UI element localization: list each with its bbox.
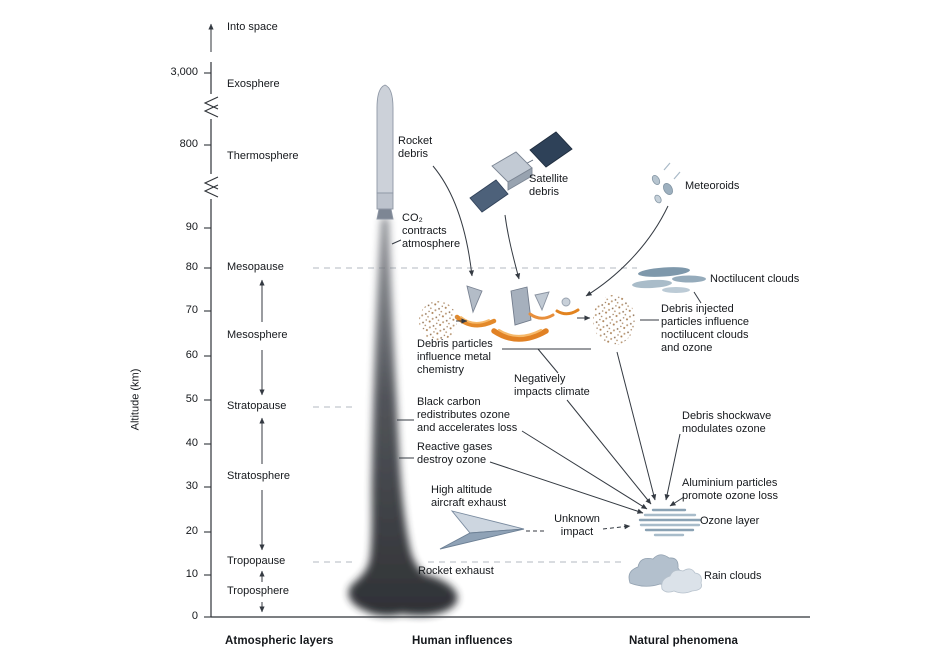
label-mesopause: Mesopause bbox=[227, 261, 284, 273]
noctilucent-clouds-icon bbox=[632, 267, 706, 293]
meteoroids-icon bbox=[651, 162, 681, 204]
line-label-to-noctilucent bbox=[693, 291, 702, 304]
tick-0: 0 bbox=[191, 610, 198, 622]
tick-40: 40 bbox=[185, 437, 198, 449]
label-stratopause: Stratopause bbox=[227, 400, 287, 412]
label-black-carbon: Black carbon redistributes ozone and acc… bbox=[417, 396, 518, 434]
label-tropopause: Tropopause bbox=[227, 555, 286, 567]
footer-human-influences: Human influences bbox=[412, 635, 513, 647]
label-troposphere: Troposphere bbox=[227, 585, 289, 597]
tick-3000: 3,000 bbox=[170, 66, 198, 78]
satellite-body-side bbox=[507, 167, 533, 191]
axis-ticks bbox=[204, 72, 211, 618]
tick-800: 800 bbox=[179, 138, 198, 150]
solar-panel-bottom bbox=[469, 179, 509, 213]
tick-10: 10 bbox=[185, 568, 198, 580]
label-co2: CO₂ contracts atmosphere bbox=[402, 212, 461, 250]
footer-atmospheric-layers: Atmospheric layers bbox=[225, 635, 334, 647]
ozone-layer-icon bbox=[638, 508, 702, 537]
label-stratosphere: Stratosphere bbox=[227, 470, 290, 482]
footer-natural-phenomena: Natural phenomena bbox=[629, 635, 739, 647]
arrow-rocket-debris bbox=[432, 165, 474, 277]
label-unknown-impact: Unknown impact bbox=[554, 513, 600, 538]
line-burning-to-climate bbox=[537, 348, 559, 374]
tick-60: 60 bbox=[185, 349, 198, 361]
label-negatively-impacts: Negatively impacts climate bbox=[514, 373, 590, 398]
rocket-plume bbox=[348, 218, 458, 616]
label-satellite-debris: Satellite debris bbox=[529, 173, 569, 198]
label-thermosphere: Thermosphere bbox=[227, 150, 299, 162]
label-mesosphere: Mesosphere bbox=[227, 329, 288, 341]
axis-title: Altitude (km) bbox=[129, 368, 142, 431]
arrow-satellite-debris bbox=[504, 214, 521, 280]
label-aluminium-particles: Aluminium particles promote ozone loss bbox=[682, 477, 778, 502]
label-noctilucent-clouds: Noctilucent clouds bbox=[710, 273, 800, 285]
label-into-space: Into space bbox=[227, 21, 278, 33]
arrow-blackcarbon-to-ozone bbox=[521, 430, 648, 510]
tick-90: 90 bbox=[185, 221, 198, 233]
arrow-aluminium-to-ozone bbox=[669, 496, 685, 507]
altitude-axis bbox=[203, 23, 810, 618]
tick-30: 30 bbox=[185, 480, 198, 492]
arrow-cluster-to-ozone bbox=[616, 351, 657, 501]
label-meteoroids: Meteoroids bbox=[685, 180, 740, 192]
rocket-nozzle bbox=[376, 208, 394, 220]
debris-particle-cloud-right bbox=[593, 295, 635, 345]
solar-panel-top bbox=[529, 131, 573, 168]
tick-50: 50 bbox=[185, 393, 198, 405]
label-debris-shockwave: Debris shockwave modulates ozone bbox=[682, 410, 772, 435]
tick-20: 20 bbox=[185, 525, 198, 537]
label-debris-particles: Debris particles influence metal chemist… bbox=[417, 338, 493, 376]
arrow-reactive-to-ozone bbox=[489, 461, 644, 514]
aircraft-wing-bottom bbox=[439, 528, 525, 550]
label-exosphere: Exosphere bbox=[227, 78, 280, 90]
arrow-shockwave-to-ozone bbox=[664, 433, 681, 501]
aircraft-icon bbox=[439, 510, 525, 550]
pause-lines bbox=[313, 267, 637, 563]
label-ozone-layer: Ozone layer bbox=[700, 515, 760, 527]
axis-break-lower bbox=[203, 174, 219, 199]
rocket-stage bbox=[376, 192, 394, 210]
connector-arrows bbox=[391, 165, 702, 532]
tick-80: 80 bbox=[185, 261, 198, 273]
rocket-icon bbox=[376, 84, 394, 220]
label-rocket-debris: Rocket debris bbox=[398, 135, 433, 160]
falling-debris-icon bbox=[454, 285, 580, 342]
arrow-meteoroids bbox=[585, 205, 669, 297]
rocket-body bbox=[376, 84, 394, 194]
label-rocket-exhaust: Rocket exhaust bbox=[418, 565, 494, 577]
rain-clouds-icon bbox=[628, 554, 702, 594]
satellite-icon bbox=[469, 131, 573, 213]
label-reactive-gases: Reactive gases destroy ozone bbox=[417, 441, 493, 466]
axis-break-upper bbox=[203, 94, 219, 119]
label-debris-injected: Debris injected particles influence noct… bbox=[661, 303, 750, 354]
line-co2-to-plume bbox=[391, 239, 402, 245]
dash-unknown-to-ozone bbox=[602, 524, 631, 530]
tick-70: 70 bbox=[185, 304, 198, 316]
label-rain-clouds: Rain clouds bbox=[704, 570, 762, 582]
arrow-climate-to-ozone bbox=[566, 399, 652, 505]
debris-particle-cloud-left bbox=[419, 301, 457, 341]
label-aircraft-exhaust: High altitude aircraft exhaust bbox=[431, 484, 507, 509]
